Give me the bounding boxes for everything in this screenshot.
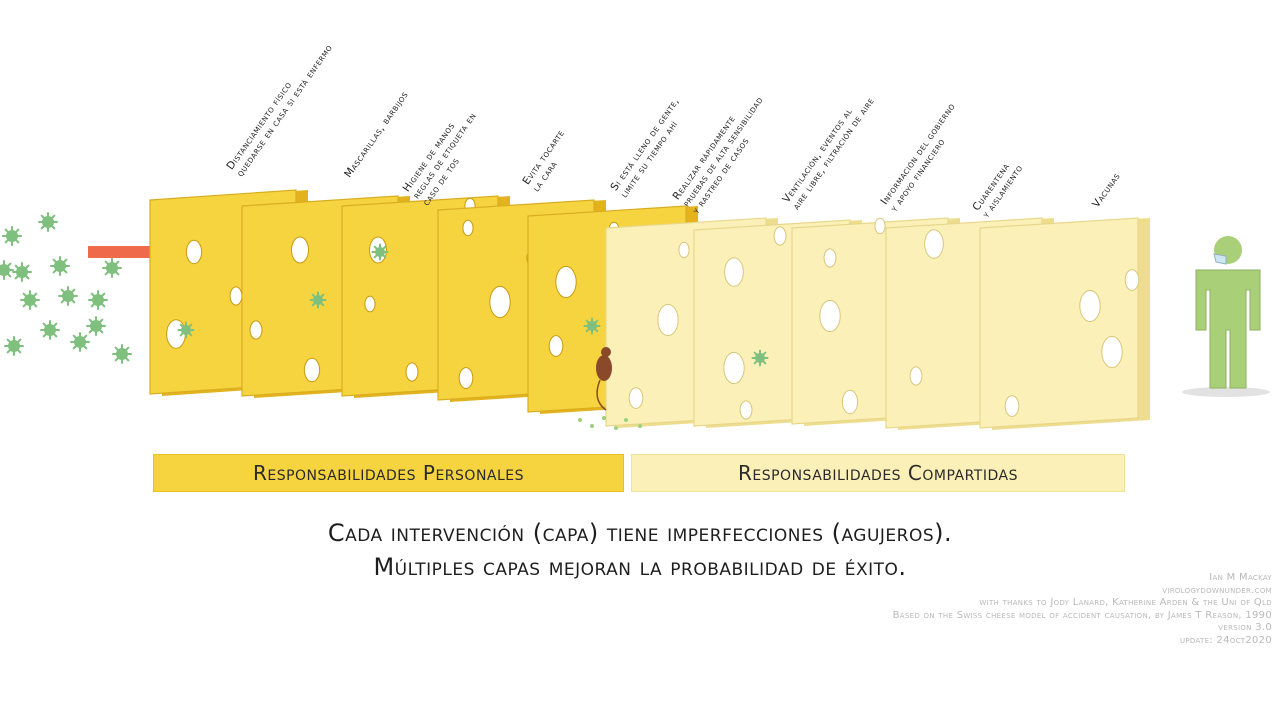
virus-icon bbox=[40, 320, 60, 340]
mouse-icon bbox=[596, 347, 612, 411]
virus-icon bbox=[177, 321, 195, 339]
virus-icon bbox=[12, 262, 32, 282]
virus-icon bbox=[0, 260, 14, 280]
crumb bbox=[614, 426, 618, 430]
crumb bbox=[578, 418, 582, 422]
virus-icon bbox=[371, 243, 389, 261]
virus-icon bbox=[4, 336, 24, 356]
caption-line-1: Cada intervención (capa) tiene imperfecc… bbox=[327, 519, 953, 547]
crumb bbox=[624, 418, 628, 422]
caption: Cada intervención (capa) tiene imperfecc… bbox=[150, 516, 1130, 584]
crumb bbox=[638, 424, 642, 428]
crumb bbox=[602, 416, 606, 420]
virus-icon bbox=[58, 286, 78, 306]
credit-version: version 3.0 bbox=[1218, 622, 1272, 633]
credits: Ian M Mackay virologydownunder.com with … bbox=[893, 572, 1272, 647]
cheese-slice bbox=[979, 217, 1150, 430]
virus-icon bbox=[2, 226, 22, 246]
virus-icon bbox=[112, 344, 132, 364]
personal-responsibilities-bar: Responsabilidades Personales bbox=[153, 454, 624, 492]
credit-update: update: 24oct2020 bbox=[1179, 634, 1272, 646]
virus-icon bbox=[309, 291, 327, 309]
virus-icon bbox=[50, 256, 70, 276]
virus-icon bbox=[88, 290, 108, 310]
virus-icon bbox=[70, 332, 90, 352]
virus-icon bbox=[20, 290, 40, 310]
virus-icon bbox=[86, 316, 106, 336]
crumb bbox=[590, 424, 594, 428]
virus-icon bbox=[583, 317, 601, 335]
virus-icon bbox=[102, 258, 122, 278]
caption-line-2: Múltiples capas mejoran la probabilidad … bbox=[373, 553, 907, 581]
virus-icon bbox=[751, 349, 769, 367]
credit-thanks: with thanks to Jody Lanard, Katherine Ar… bbox=[979, 597, 1272, 608]
credit-author: Ian M Mackay bbox=[1209, 572, 1272, 583]
credit-source: Based on the Swiss cheese model of accid… bbox=[892, 609, 1272, 621]
face-mask-icon bbox=[1213, 253, 1227, 265]
virus-icon bbox=[38, 212, 58, 232]
shared-responsibilities-bar: Responsabilidades Compartidas bbox=[631, 454, 1125, 492]
credit-website: virologydownunder.com bbox=[1162, 584, 1272, 596]
